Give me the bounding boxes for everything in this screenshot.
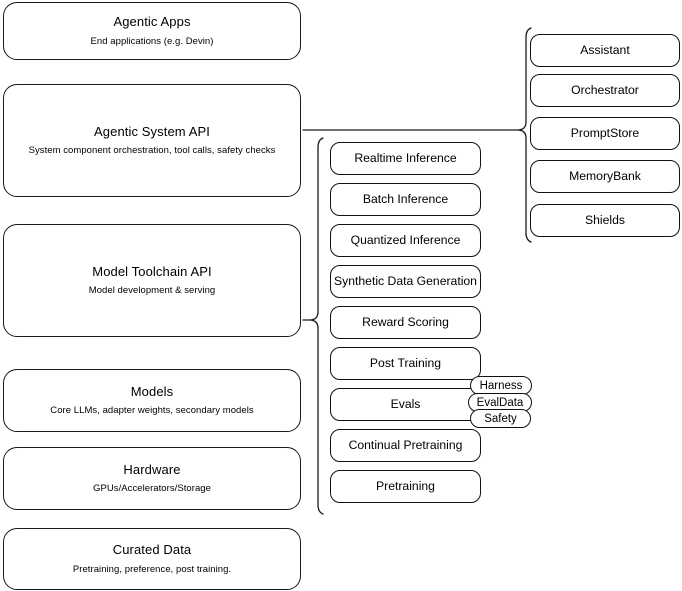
layer-title: Agentic System API xyxy=(94,123,210,139)
brace-toolchain-items xyxy=(310,137,324,515)
toolchain-item-synthetic-data-generation[interactable]: Synthetic Data Generation xyxy=(330,265,481,298)
eval-badge-evaldata[interactable]: EvalData xyxy=(468,393,532,412)
toolchain-item-quantized-inference[interactable]: Quantized Inference xyxy=(330,224,481,257)
system-component-label: Shields xyxy=(585,212,625,227)
eval-badge-safety[interactable]: Safety xyxy=(470,409,531,428)
system-component-label: MemoryBank xyxy=(569,168,641,183)
system-component-label: Orchestrator xyxy=(571,82,639,97)
system-component-shields[interactable]: Shields xyxy=(530,204,680,237)
toolchain-item-label: Pretraining xyxy=(376,478,435,493)
layer-subtitle: Core LLMs, adapter weights, secondary mo… xyxy=(50,405,254,417)
layer-box-curated-data[interactable]: Curated Data Pretraining, preference, po… xyxy=(3,528,301,590)
system-component-label: PromptStore xyxy=(570,125,640,140)
layer-title: Model Toolchain API xyxy=(92,263,212,279)
eval-badge-label: Harness xyxy=(479,379,523,392)
toolchain-item-label: Batch Inference xyxy=(362,191,449,206)
layer-title: Models xyxy=(130,383,174,399)
layer-title: Hardware xyxy=(123,461,181,477)
system-component-assistant[interactable]: Assistant xyxy=(530,34,680,67)
system-component-orchestrator[interactable]: Orchestrator xyxy=(530,74,680,107)
layer-title: Agentic Apps xyxy=(113,14,191,30)
toolchain-item-evals[interactable]: Evals xyxy=(330,388,481,421)
layer-subtitle: Model development & serving xyxy=(88,285,216,297)
layer-subtitle: System component orchestration, tool cal… xyxy=(28,145,276,157)
toolchain-item-label: Continual Pretraining xyxy=(348,437,463,452)
toolchain-item-label: Quantized Inference xyxy=(350,232,461,247)
layer-box-agentic-system-api[interactable]: Agentic System API System component orch… xyxy=(3,84,301,197)
toolchain-item-batch-inference[interactable]: Batch Inference xyxy=(330,183,481,216)
toolchain-item-label: Realtime Inference xyxy=(354,150,457,165)
eval-badge-label: EvalData xyxy=(476,396,524,409)
layer-box-model-toolchain-api[interactable]: Model Toolchain API Model development & … xyxy=(3,224,301,337)
toolchain-item-label: Evals xyxy=(390,396,421,411)
system-component-memorybank[interactable]: MemoryBank xyxy=(530,160,680,193)
layer-subtitle: Pretraining, preference, post training. xyxy=(72,563,232,575)
toolchain-item-label: Synthetic Data Generation xyxy=(334,273,477,288)
layer-box-models[interactable]: Models Core LLMs, adapter weights, secon… xyxy=(3,369,301,432)
toolchain-item-realtime-inference[interactable]: Realtime Inference xyxy=(330,142,481,175)
system-component-label: Assistant xyxy=(580,42,630,57)
system-component-promptstore[interactable]: PromptStore xyxy=(530,117,680,150)
layer-subtitle: GPUs/Accelerators/Storage xyxy=(93,483,211,495)
layer-box-hardware[interactable]: Hardware GPUs/Accelerators/Storage xyxy=(3,447,301,510)
toolchain-item-label: Reward Scoring xyxy=(362,314,449,329)
layer-box-agentic-apps[interactable]: Agentic Apps End applications (e.g. Devi… xyxy=(3,2,301,60)
toolchain-item-post-training[interactable]: Post Training xyxy=(330,347,481,380)
layer-subtitle: End applications (e.g. Devin) xyxy=(90,35,214,47)
toolchain-item-pretraining[interactable]: Pretraining xyxy=(330,470,481,503)
toolchain-item-reward-scoring[interactable]: Reward Scoring xyxy=(330,306,481,339)
eval-badge-label: Safety xyxy=(484,412,517,425)
toolchain-item-label: Post Training xyxy=(369,355,442,370)
toolchain-item-continual-pretraining[interactable]: Continual Pretraining xyxy=(330,429,481,462)
layer-title: Curated Data xyxy=(112,542,192,558)
